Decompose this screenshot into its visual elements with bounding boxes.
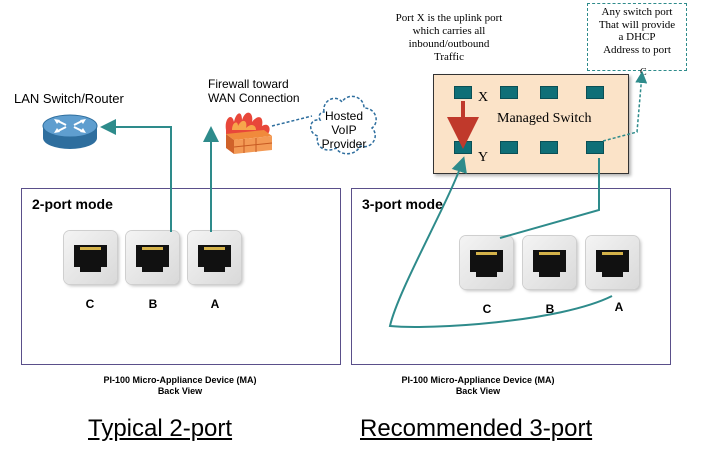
switch-port-2 xyxy=(500,86,518,99)
managed-switch-label: Managed Switch xyxy=(497,111,592,126)
dhcp-note-line4: Address to port xyxy=(603,43,671,56)
port-letter-a-right: A xyxy=(614,300,624,314)
cloud-label-line2: VoIP xyxy=(331,123,357,137)
dhcp-note-port: C xyxy=(640,67,647,78)
typical-2-port-label: Typical 2-port xyxy=(88,415,233,442)
port-letter-c-left: C xyxy=(85,297,95,311)
left-caption-line1: PI-100 Micro-Appliance Device (MA) xyxy=(103,375,257,385)
cloud-label-line3: Provider xyxy=(321,137,367,151)
switch-port-8 xyxy=(586,141,604,154)
ethernet-port-a-right xyxy=(586,236,639,289)
cloud-label-line1: Hosted xyxy=(324,109,364,123)
ethernet-port-b-right xyxy=(523,236,576,289)
left-caption: PI-100 Micro-Appliance Device (MA) Back … xyxy=(70,375,290,397)
switch-port-7 xyxy=(540,141,558,154)
recommended-3-port-label: Recommended 3-port xyxy=(360,415,593,442)
uplink-note-line2: which carries all xyxy=(412,25,486,37)
dhcp-note-line3: a DHCP xyxy=(618,31,656,43)
three-port-panel-title: 3-port mode xyxy=(362,196,443,212)
switch-port-x xyxy=(454,86,472,99)
port-letter-b-left: B xyxy=(148,297,158,311)
firewall-label-line2: WAN Connection xyxy=(208,91,300,105)
firewall-icon xyxy=(225,112,273,154)
dhcp-note-line2: That will provide xyxy=(598,18,676,31)
uplink-note-line3: inbound/outbound xyxy=(408,38,490,50)
two-port-panel-title: 2-port mode xyxy=(32,196,113,212)
uplink-note-line1: Port X is the uplink port xyxy=(395,12,503,24)
dhcp-note: Any switch port That will provide a DHCP… xyxy=(587,3,687,71)
right-caption: PI-100 Micro-Appliance Device (MA) Back … xyxy=(368,375,588,397)
switch-port-4 xyxy=(586,86,604,99)
ethernet-port-c-left xyxy=(64,231,117,284)
switch-port-y-label: Y xyxy=(478,150,489,165)
port-letter-a-left: A xyxy=(210,297,220,311)
port-letter-b-right: B xyxy=(545,302,555,316)
right-caption-line2: Back View xyxy=(455,386,501,396)
ethernet-port-c-right xyxy=(460,236,513,289)
switch-port-3 xyxy=(540,86,558,99)
cloud-label: Hosted VoIP Provider xyxy=(306,109,382,151)
left-caption-line2: Back View xyxy=(157,386,203,396)
switch-port-x-label: X xyxy=(478,90,489,105)
firewall-label-line1: Firewall toward xyxy=(208,77,289,91)
ethernet-port-a-left xyxy=(188,231,241,284)
ethernet-port-b-left xyxy=(126,231,179,284)
switch-port-y xyxy=(454,141,472,154)
dhcp-note-line1: Any switch port xyxy=(601,6,673,18)
switch-port-6 xyxy=(500,141,518,154)
cloud-icon xyxy=(310,95,377,155)
right-caption-line1: PI-100 Micro-Appliance Device (MA) xyxy=(401,375,555,385)
router-icon xyxy=(42,114,98,149)
port-letter-c-right: C xyxy=(482,302,492,316)
lan-switch-router-label: LAN Switch/Router xyxy=(14,91,124,106)
uplink-note: Port X is the uplink port which carries … xyxy=(374,12,524,64)
uplink-note-line4: Traffic xyxy=(434,51,464,63)
firewall-label: Firewall toward WAN Connection xyxy=(208,77,300,105)
